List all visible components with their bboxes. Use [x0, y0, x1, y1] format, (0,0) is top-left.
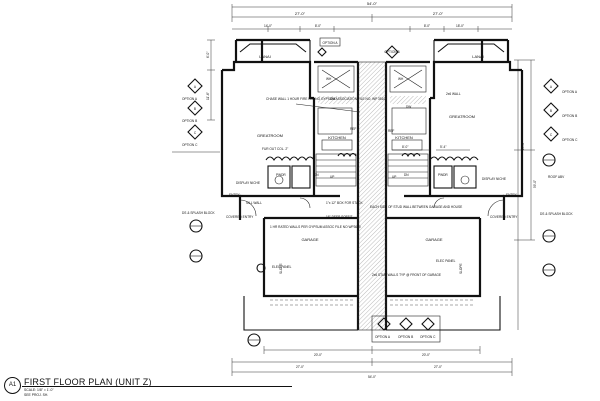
dim-overall: 54'-0" [367, 1, 378, 6]
right-option-c: OPTION C [562, 138, 578, 142]
top-option-markers: OPTION A OPTION B [317, 37, 400, 59]
room-greatroom-left: GREATROOM [257, 133, 283, 138]
svg-text:B: B [550, 109, 552, 113]
doors [239, 197, 505, 217]
dim-left-b: 11'-6" [206, 92, 210, 100]
right-option-b: OPTION B [562, 114, 577, 118]
ds-splash-right: DS & SPLASH BLOCK [540, 212, 573, 216]
room-garage-right: GARAGE [425, 237, 442, 242]
pwdr-left: PWDR [276, 173, 286, 177]
note-chase-wall: CHASE WALL 1 HOUR FIRE RATING GYPSUM ASS… [266, 97, 385, 101]
stair-up-right: UP [392, 175, 396, 179]
dim-top-left-a: 14'-0" [264, 24, 272, 28]
stair-dn-right: DN [404, 173, 409, 177]
room-lanai-left: LANAI [259, 54, 271, 59]
right-option-markers: A OPTION A B OPTION B C OPTION C ROOF AB… [540, 78, 578, 277]
stair-up-left: UP [330, 175, 334, 179]
title-underline [22, 386, 292, 387]
lanai-bays: LANAI LANAI [239, 43, 505, 59]
room-garage-left: GARAGE [301, 237, 318, 242]
party-wall-hatching [318, 61, 426, 331]
slope-right: SLOPE [459, 263, 463, 274]
room-greatroom-right: GREATROOM [449, 114, 475, 119]
note-elec-right: ELEC PANEL [436, 259, 456, 263]
note-ds-splash-left: DS & SPLASH BLOCK [182, 211, 215, 215]
dim-bottom-right: 20'-0" [422, 353, 430, 357]
garage-doors [270, 299, 474, 306]
bottom-option-a: OPTION A [375, 335, 391, 339]
dim-top-right-b: 18'-0" [456, 24, 464, 28]
casework [265, 65, 479, 189]
room-kitchen-right: KITCHEN [395, 135, 413, 140]
bottom-option-b: OPTION B [398, 335, 413, 339]
top-option-a-label: OPTION A [322, 41, 338, 45]
left-option-b: OPTION B [182, 119, 197, 123]
covered-entry-left: COVERED ENTRY [226, 215, 254, 219]
dim-bottom-half-right: 27'-0" [434, 365, 442, 369]
plan-scale: SCALE: 1/8" = 1'-0" [24, 388, 54, 392]
note-soffit: 16" DEEP SOFFIT [326, 215, 352, 219]
left-option-markers: A OPTION A B OPTION B C OPTION C [172, 78, 220, 263]
dim-half-left: 27'-0" [295, 11, 306, 16]
display-niche-left: DISPLAY NICHE [236, 181, 260, 185]
note-one-hr: 1 HR RATED WALLS PER GYPSUM ASSOC FILE N… [270, 225, 361, 229]
sheet-id-badge: A1 [4, 377, 21, 394]
title-block: A1 FIRST FLOOR PLAN (UNIT Z) SCALE: 1/8"… [4, 373, 304, 399]
svg-text:C: C [550, 133, 553, 137]
pwdr-right: PWDR [438, 173, 448, 177]
svg-text:A: A [550, 85, 553, 89]
display-niche-right: DISPLAY NICHE [482, 177, 506, 181]
room-labels: GREATROOM GREATROOM KITCHEN KITCHEN GARA… [226, 77, 518, 274]
plan-notes: CHASE WALL 1 HOUR FIRE RATING GYPSUM ASS… [182, 92, 462, 277]
dim-bottom-half-left: 27'-0" [296, 365, 304, 369]
bottom-option-c: OPTION C [420, 335, 436, 339]
note-stud-walls: 2x6 STUD WALLS TYP @ FRONT OF GARAGE [372, 273, 441, 277]
mid-dimensions: 8'-0" 5'-4" [392, 145, 470, 151]
stair-dn-left: DN [314, 173, 319, 177]
plan-area-note: SEE PROJ. SH. [24, 393, 49, 397]
right-option-a: OPTION A [562, 90, 578, 94]
room-entry-left: ENTRY [229, 193, 241, 197]
roof-abv-note: ROOF ABV [548, 175, 565, 179]
left-option-c: OPTION C [182, 143, 198, 147]
note-sill-wall: SILL WALL [246, 201, 262, 205]
room-entry-right: ENTRY [506, 193, 518, 197]
dim-bottom-overall: 54'-0" [368, 375, 376, 379]
slope-left: SLOPE [279, 263, 283, 274]
left-dimensions: 6'-0" 11'-6" [206, 39, 215, 121]
plan-title: FIRST FLOOR PLAN (UNIT Z) [24, 377, 152, 387]
left-option-a: OPTION A [182, 97, 198, 101]
wh-left: WH [326, 77, 332, 81]
ref-left: REF [350, 127, 356, 131]
ref-right: REF [388, 129, 394, 133]
room-lanai-right: LANAI [472, 54, 484, 59]
svg-text:C: C [194, 131, 197, 135]
note-half-wall: 2x6 WALL [446, 92, 461, 96]
covered-entry-right: COVERED ENTRY [490, 215, 518, 219]
note-furout: FUR OUT COL. 2" [262, 147, 288, 151]
dim-mid-a: 8'-0" [402, 145, 408, 149]
room-kitchen-left: KITCHEN [328, 135, 346, 140]
top-dimensions: 54'-0" 27'-0" 27'-0" 14'-0" 8'-0" 8'-0" … [231, 1, 513, 32]
note-garage-separation: EACH SIDE OF STUD WALL BETWEEN GARAGE AN… [370, 205, 462, 209]
dim-top-right-a: 8'-0" [424, 24, 430, 28]
bottom-dimensions: 20'-0" 20'-0" 27'-0" 27'-0" 54'-0" [231, 346, 513, 379]
dim-mid-b: 5'-4" [440, 145, 446, 149]
svg-text:A: A [194, 85, 197, 89]
dw-left: DW [330, 97, 335, 101]
dw-right: DW [406, 105, 411, 109]
dim-bottom-left: 20'-0" [314, 353, 322, 357]
svg-text:B: B [194, 107, 196, 111]
dim-left-a: 6'-0" [206, 52, 210, 58]
note-stack: 1"x 12" BOX FOR STACK [326, 201, 363, 205]
wh-right: WH [398, 77, 404, 81]
bottom-option-markers: OPTION A OPTION B OPTION C [247, 315, 441, 347]
note-elec-left: ELEC PANEL [272, 265, 292, 269]
dim-right-b: 59'-0" [533, 180, 537, 188]
top-option-b-label: OPTION B [384, 50, 399, 54]
dim-top-left-b: 8'-0" [315, 24, 321, 28]
dim-half-right: 27'-0" [433, 11, 444, 16]
